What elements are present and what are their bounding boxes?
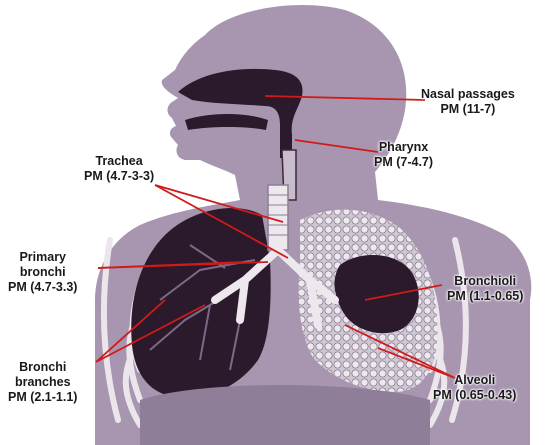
primary-bronchi-label: Primary bronchi PM (4.7-3.3) <box>8 250 77 295</box>
alveoli-pm: PM (0.65-0.43) <box>433 388 516 403</box>
trachea-pm: PM (4.7-3-3) <box>84 169 154 184</box>
nasal-passages-label: Nasal passages PM (11-7) <box>421 87 515 117</box>
primary-bronchi-name-2: bronchi <box>8 265 77 280</box>
trachea-name: Trachea <box>84 154 154 169</box>
primary-bronchi-pm: PM (4.7-3.3) <box>8 280 77 295</box>
pharynx-name: Pharynx <box>374 140 433 155</box>
bronchi-branches-label: Bronchi branches PM (2.1-1.1) <box>8 360 77 405</box>
bronchi-branches-name-2: branches <box>8 375 77 390</box>
bronchioli-pm: PM (1.1-0.65) <box>447 289 523 304</box>
pharynx-label: Pharynx PM (7-4.7) <box>374 140 433 170</box>
primary-bronchi-name-1: Primary <box>8 250 77 265</box>
bronchi-branches-name-1: Bronchi <box>8 360 77 375</box>
bronchioli-name: Bronchioli <box>447 274 523 289</box>
pharynx-pm: PM (7-4.7) <box>374 155 433 170</box>
diaphragm <box>140 385 430 445</box>
bronchioli-label: Bronchioli PM (1.1-0.65) <box>447 274 523 304</box>
nasal-passages-pm: PM (11-7) <box>421 102 515 117</box>
nasal-passages-name: Nasal passages <box>421 87 515 102</box>
alveoli-label: Alveoli PM (0.65-0.43) <box>433 373 516 403</box>
trachea-label: Trachea PM (4.7-3-3) <box>84 154 154 184</box>
alveoli-name: Alveoli <box>433 373 516 388</box>
bronchi-branches-pm: PM (2.1-1.1) <box>8 390 77 405</box>
